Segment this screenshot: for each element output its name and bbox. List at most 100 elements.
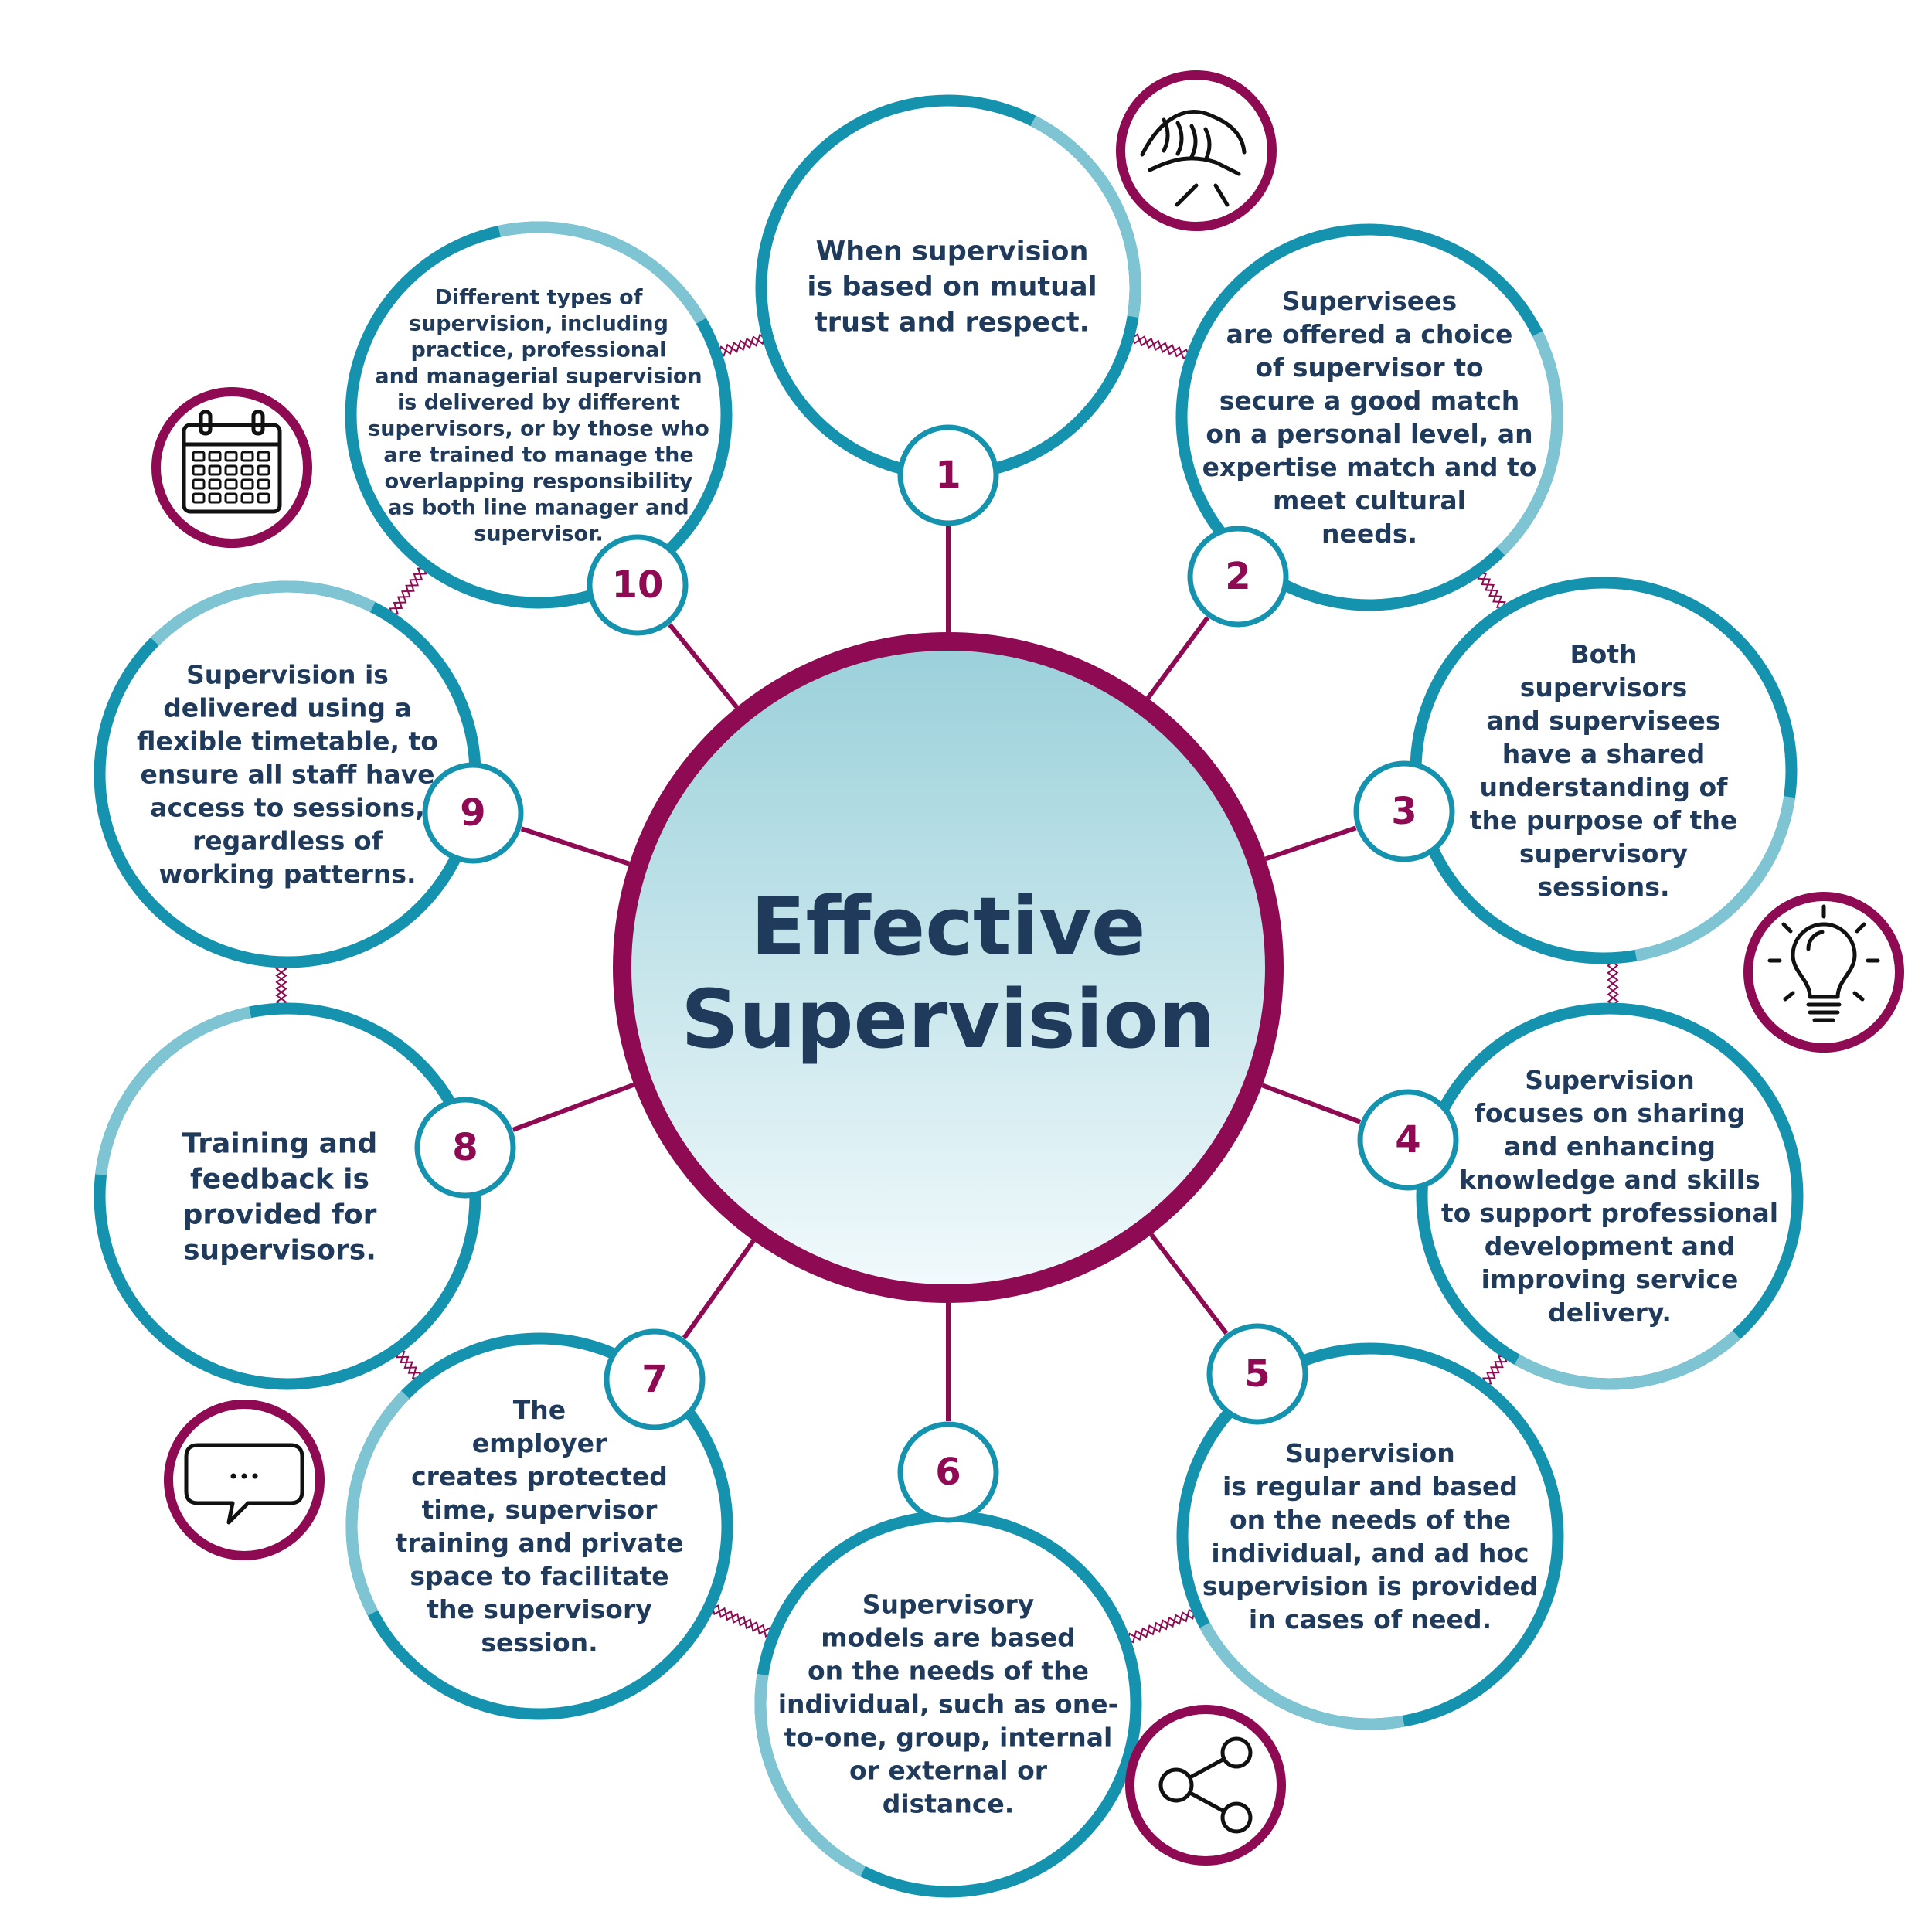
item-4-line: and enhancing (1504, 1131, 1716, 1162)
item-arc-10 (498, 221, 706, 324)
icon-ring (164, 1400, 325, 1560)
number-badge-circle (1353, 760, 1455, 862)
number-badge-7: 7 (604, 1328, 706, 1430)
item-arc-9 (150, 580, 376, 646)
number-badge-circle (422, 762, 524, 864)
center-title-line-2: Supervision (681, 972, 1216, 1066)
number-badge-circle (1206, 1323, 1308, 1425)
item-4-line: Supervision (1525, 1065, 1694, 1095)
item-4-line: knowledge and skills (1459, 1165, 1760, 1195)
item-4-line: delivery. (1548, 1298, 1672, 1328)
item-10-line: as both line manager and (388, 495, 689, 519)
item-6-line: distance. (883, 1789, 1015, 1819)
center-hub: Effective Supervision (613, 632, 1284, 1303)
item-arc-7 (345, 1390, 410, 1616)
item-9-line: regardless of (192, 826, 383, 856)
icon-ring (1125, 1705, 1286, 1866)
item-10-line: and managerial supervision (375, 364, 702, 388)
item-2-line: are offered a choice (1226, 319, 1513, 349)
zigzag-connector (1479, 1350, 1511, 1389)
item-3-line: have a shared (1502, 739, 1706, 769)
item-9-line: working patterns. (158, 859, 416, 889)
item-2-line: secure a good match (1219, 386, 1520, 416)
spoke-10 (668, 623, 739, 709)
spoke-9 (520, 826, 631, 866)
item-10-line: supervision, including (409, 311, 668, 335)
spoke-4 (1261, 1083, 1362, 1124)
item-8-line: provided for (183, 1199, 377, 1231)
item-arc-8 (95, 1006, 252, 1176)
zigzag-connector (1474, 567, 1509, 614)
item-6-line: individual, such as one- (778, 1689, 1119, 1719)
number-badge-2: 2 (1187, 526, 1289, 628)
item-2-line: expertise match and to (1202, 452, 1537, 482)
spoke-8 (512, 1082, 635, 1132)
item-10-line: practice, professional (411, 338, 667, 362)
item-8-line: Training and (182, 1128, 378, 1160)
item-6-line: Supervisory (862, 1590, 1034, 1620)
item-9-line: flexible timetable, to (137, 726, 438, 757)
item-10-line: supervisors, or by those who (368, 417, 709, 440)
number-badge-circle (414, 1097, 516, 1199)
item-9-line: access to sessions, (150, 793, 424, 823)
spoke-2 (1146, 616, 1210, 700)
number-badge-circle (897, 1421, 999, 1523)
item-9-line: ensure all staff have (140, 760, 434, 790)
item-6-line: models are based (821, 1623, 1075, 1653)
item-8-line: supervisors. (183, 1235, 376, 1267)
item-arc-5 (1199, 1622, 1405, 1730)
item-10-line: supervisor. (474, 522, 603, 546)
item-arc-6 (754, 1673, 866, 1877)
spokes (512, 526, 1362, 1421)
item-7-line: employer (472, 1428, 607, 1458)
number-badge-label: 8 (452, 1126, 478, 1169)
item-2-line: meet cultural (1273, 485, 1466, 515)
item-7-line: session. (481, 1628, 597, 1658)
number-badge-circle (897, 424, 999, 526)
zigzag-connector (714, 332, 770, 359)
center-circle (613, 632, 1284, 1303)
item-9-line: delivered using a (163, 693, 412, 723)
number-badge-10: 10 (587, 534, 689, 636)
zigzag-connector (393, 1345, 424, 1384)
item-10-line: Different types of (435, 285, 643, 309)
item-3-line: Both (1570, 639, 1637, 669)
number-badge-6: 6 (897, 1421, 999, 1523)
zigzag-connector (1607, 957, 1619, 1010)
icon-ring (151, 387, 312, 548)
item-8-line: feedback is (190, 1164, 369, 1196)
item-2-line: needs. (1321, 519, 1417, 549)
item-7-line: time, supervisor (422, 1495, 658, 1525)
item-3-line: sessions. (1538, 872, 1670, 902)
item-7-line: creates protected (411, 1461, 668, 1492)
item-1-line: trust and respect. (815, 307, 1090, 338)
number-badge-label: 2 (1225, 555, 1250, 598)
item-6-line: or external or (849, 1756, 1048, 1786)
item-10-line: are trained to manage the (383, 443, 693, 467)
item-5-line: supervision is provided (1202, 1571, 1538, 1601)
item-5-line: individual, and ad hoc (1211, 1538, 1529, 1568)
number-badge-label: 9 (460, 791, 485, 835)
number-badge-label: 6 (935, 1451, 961, 1494)
item-5-line: on the needs of the (1230, 1505, 1511, 1535)
number-badge-label: 4 (1395, 1118, 1420, 1162)
share-icon (1125, 1705, 1286, 1866)
item-10-line: is delivered by different (397, 390, 680, 414)
speech-bubble-icon (164, 1400, 325, 1560)
item-6-line: on the needs of the (808, 1656, 1089, 1686)
spoke-3 (1264, 825, 1357, 862)
number-badge-3: 3 (1353, 760, 1455, 862)
number-badge-label: 1 (935, 454, 961, 497)
item-2-line: of supervisor to (1255, 352, 1483, 383)
number-badge-9: 9 (422, 762, 524, 864)
item-1-line: is based on mutual (807, 271, 1097, 302)
spoke-5 (1149, 1233, 1229, 1335)
item-7-line: training and private (395, 1528, 683, 1558)
